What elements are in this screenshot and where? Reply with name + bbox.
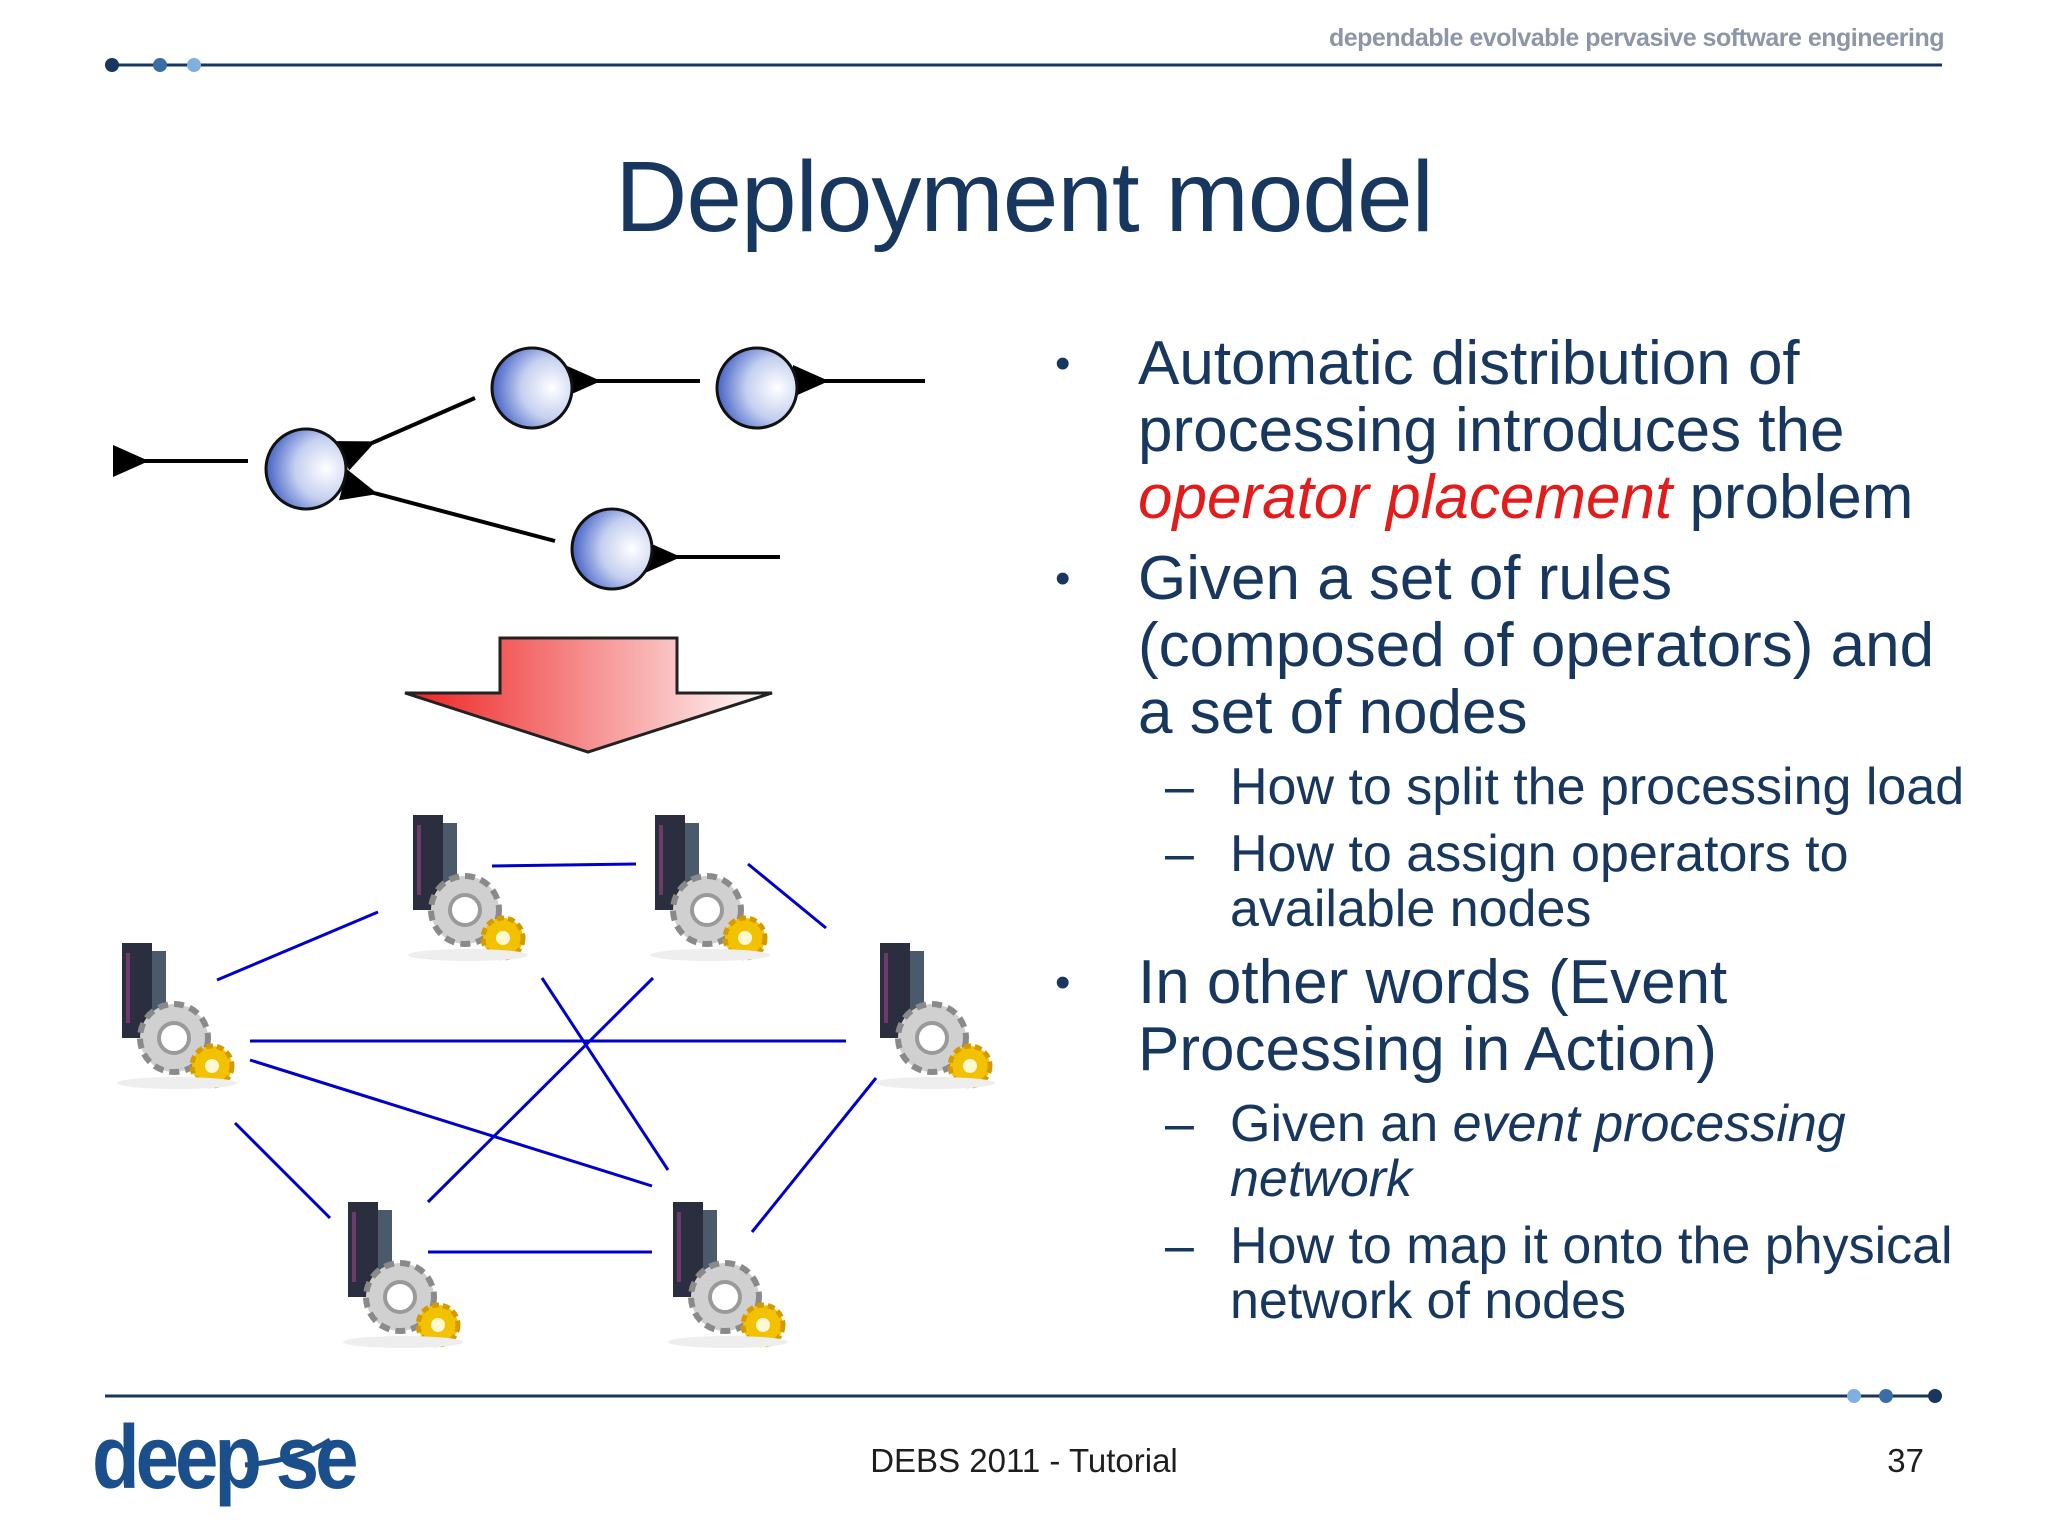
- logo-swoosh: [244, 1437, 332, 1468]
- dash-icon: –: [1165, 758, 1194, 816]
- operator-node-icon: [490, 346, 574, 430]
- sub-bullet-item: – How to map it onto the physical networ…: [1055, 1219, 1985, 1329]
- bullet-item: • In other words (Event Processing in Ac…: [1055, 949, 1985, 1083]
- operator-network: [113, 365, 925, 573]
- sub-bullet-item: – How to assign operators to available n…: [1055, 827, 1985, 937]
- dash-icon: –: [1165, 825, 1194, 883]
- server-gear-icon: [875, 943, 995, 1089]
- bullet-text: problem: [1672, 463, 1914, 532]
- bullet-item: • Automatic distribution of processing i…: [1055, 330, 1985, 531]
- bullet-dot-icon: •: [1055, 339, 1071, 388]
- sub-bullet-item: – Given an event processing network: [1055, 1097, 1985, 1207]
- operator-nodes: [264, 346, 799, 591]
- bullet-text: Given a set of rules (composed of operat…: [1138, 544, 1935, 747]
- page-number: 37: [1887, 1442, 1924, 1479]
- bullet-text: Automatic distribution of processing int…: [1138, 329, 1845, 465]
- bullet-list: • Automatic distribution of processing i…: [1055, 330, 1985, 1341]
- footer-caption: DEBS 2011 - Tutorial: [870, 1442, 1178, 1479]
- sub-bullet-text: How to assign operators to available nod…: [1230, 825, 1849, 938]
- server-gear-icon: [668, 1202, 788, 1348]
- operator-node-icon: [715, 346, 799, 430]
- server-gear-icon: [117, 943, 237, 1089]
- down-arrow-icon: [404, 636, 773, 754]
- sub-bullet-item: – How to split the processing load: [1055, 760, 1985, 815]
- sub-bullet-text: How to map it onto the physical network …: [1230, 1217, 1953, 1330]
- sub-bullet-italic: event processing network: [1230, 1095, 1846, 1208]
- operator-node-icon: [264, 427, 348, 511]
- slide-title: Deployment model: [615, 141, 1434, 253]
- physical-links: [216, 862, 878, 1254]
- dash-icon: –: [1165, 1095, 1194, 1153]
- sub-bullet-text: How to split the processing load: [1230, 758, 1965, 816]
- operator-node-icon: [570, 507, 654, 591]
- bullet-dot-icon: •: [1055, 554, 1071, 603]
- header-tagline: dependable evolvable pervasive software …: [1328, 24, 1945, 52]
- bullet-item: • Given a set of rules (composed of oper…: [1055, 545, 1985, 746]
- deepse-logo: deep se: [92, 1406, 358, 1508]
- sub-bullet-text: Given an: [1230, 1095, 1453, 1153]
- footer-rule: [105, 1389, 1942, 1403]
- header-rule: [105, 58, 1942, 72]
- server-gear-icon: [408, 815, 528, 961]
- servers: [117, 815, 995, 1348]
- bullet-text: In other words (Event Processing in Acti…: [1138, 948, 1728, 1084]
- bullet-highlight: operator placement: [1138, 463, 1673, 532]
- server-gear-icon: [343, 1202, 463, 1348]
- bullet-dot-icon: •: [1055, 958, 1071, 1007]
- server-gear-icon: [650, 815, 770, 961]
- dash-icon: –: [1165, 1217, 1194, 1275]
